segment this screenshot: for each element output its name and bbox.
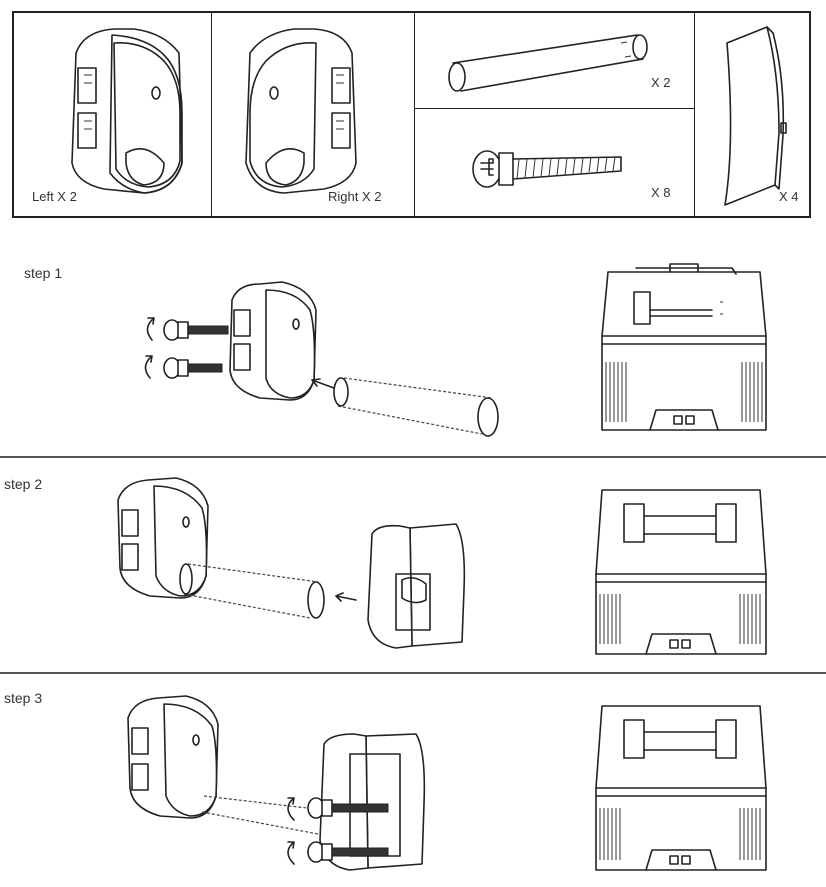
step-3-label: step 3: [4, 690, 43, 706]
step-3-device-drawing: [595, 705, 767, 871]
step-1-label: step 1: [24, 265, 63, 281]
step-2-assembly: [110, 470, 480, 660]
right-bracket-drawing: [245, 28, 357, 194]
step-3-device-view: [590, 700, 772, 880]
part-cell-cover-plate: X 4: [695, 13, 809, 216]
step-2-device-drawing: [595, 489, 767, 655]
part-cell-screw: X 8: [415, 109, 695, 216]
left-bracket-quantity: Left X 2: [32, 189, 77, 204]
step-1-device-drawing: [601, 263, 767, 431]
cover-plate-quantity: X 4: [779, 189, 799, 204]
screw-quantity: X 8: [651, 185, 671, 200]
step-1-device-view: [596, 262, 772, 442]
part-cell-right-bracket: Right X 2: [212, 13, 415, 216]
step-2-device-view: [590, 482, 772, 664]
step-divider: [0, 456, 826, 458]
step-1-assembly: [120, 270, 510, 450]
cover-plate-drawing: [724, 26, 787, 206]
part-cell-tube: X 2: [415, 13, 695, 109]
step-1-drawing: [144, 281, 499, 437]
part-cell-left-bracket: Left X 2: [14, 13, 212, 216]
step-2-label: step 2: [4, 476, 43, 492]
step-3-assembly: [118, 684, 448, 880]
tube-quantity: X 2: [651, 75, 671, 90]
left-bracket-drawing: [71, 28, 183, 194]
screw-drawing: [472, 150, 622, 188]
right-bracket-quantity: Right X 2: [328, 189, 382, 204]
step-2-drawing: [117, 477, 466, 649]
step-3-drawing: [127, 695, 426, 871]
rotate-arrow-icon: [287, 797, 295, 821]
rotate-arrow-icon: [287, 841, 295, 865]
step-divider: [0, 672, 826, 674]
rotate-arrow-icon: [146, 317, 155, 341]
parts-list-box: Left X 2 Right X 2 X 2: [12, 11, 811, 218]
rotate-arrow-icon: [144, 355, 153, 379]
tube-drawing: [448, 34, 648, 92]
